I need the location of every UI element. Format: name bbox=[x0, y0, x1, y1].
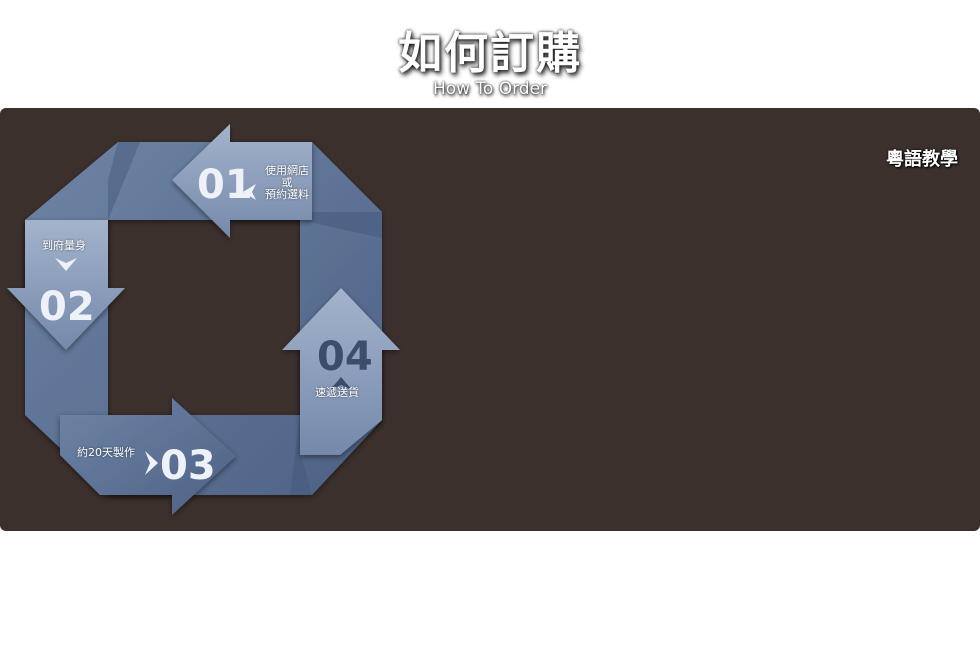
step-04-label: 速遞送貨 bbox=[315, 386, 359, 399]
step-04-number: 04 bbox=[317, 334, 373, 380]
step-02-chevron-icon bbox=[55, 258, 77, 271]
step-03-label: 約20天製作 bbox=[77, 446, 135, 459]
step-02-arrow bbox=[7, 220, 125, 350]
step-01-number: 01 bbox=[197, 162, 253, 208]
order-process-diagram: 01 02 03 04 bbox=[7, 124, 400, 515]
step-01-arrow bbox=[172, 124, 312, 238]
step-01-label: 使用網店 或 預約選料 bbox=[265, 164, 309, 201]
order-panel: 粵語教學 bbox=[0, 108, 980, 531]
cantonese-tutorial-link[interactable]: 粵語教學 bbox=[886, 149, 958, 170]
step-03-number: 03 bbox=[160, 443, 216, 489]
ribbon-fold-right bbox=[300, 212, 382, 238]
ribbon-band bbox=[25, 142, 382, 495]
page-subtitle: How To Order bbox=[432, 79, 548, 99]
step-02-number: 02 bbox=[39, 284, 95, 330]
step-04-chevron-icon bbox=[330, 377, 352, 390]
step-03-chevron-icon bbox=[145, 451, 158, 475]
step-01-chevron-icon bbox=[243, 184, 256, 200]
ribbon-fold-top bbox=[108, 142, 140, 220]
page-title: 如何訂購 bbox=[398, 28, 582, 79]
step-04-arrow bbox=[282, 288, 400, 455]
step-02-label: 到府量身 bbox=[42, 239, 86, 252]
